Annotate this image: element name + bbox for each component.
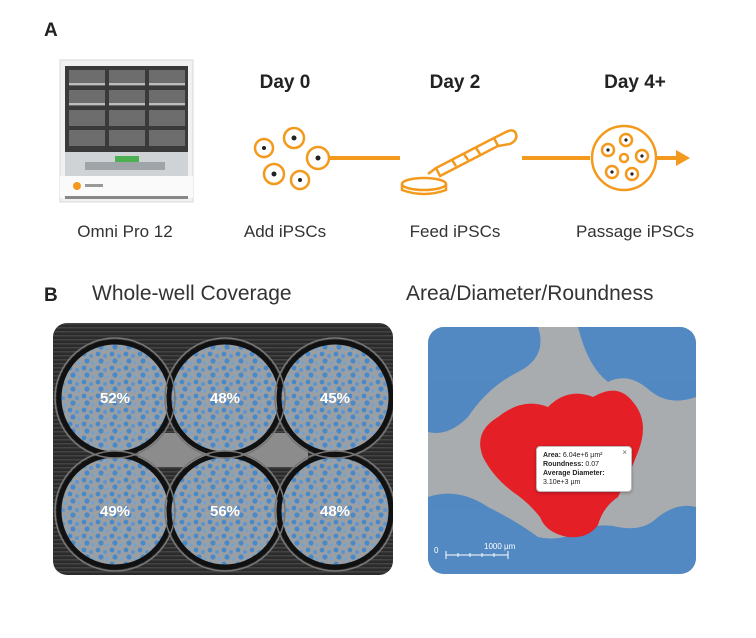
tooltip-roundness-value: 0.07: [585, 461, 600, 468]
scale-zero: 0: [434, 546, 439, 555]
tooltip-roundness-label: Roundness:: [543, 461, 584, 468]
tooltip-close-icon[interactable]: ×: [622, 448, 627, 457]
tooltip-area-label: Area:: [543, 452, 561, 459]
instrument-caption: Omni Pro 12: [77, 222, 173, 241]
step-caption-add: Add iPSCs: [243, 222, 327, 241]
well-coverage-3: 45%: [320, 390, 350, 407]
omni-pro-instrument-image: [59, 59, 194, 203]
coverage-title: Whole-well Coverage: [92, 282, 292, 305]
colony-measurement-tooltip: × Area: 6.04e+6 µm² Roundness: 0.07 Aver…: [536, 446, 632, 492]
tooltip-area-value: 6.04e+6 µm²: [562, 452, 603, 459]
cells-icon: [253, 126, 331, 191]
panel-a-letter: A: [44, 20, 58, 41]
well-coverage-1: 52%: [100, 390, 130, 407]
passage-plate-icon: [590, 124, 658, 192]
scale-label: 1000 µm: [484, 542, 516, 551]
well-coverage-6: 48%: [320, 503, 350, 520]
step-day-4: Day 4+: [604, 72, 666, 93]
well-coverage-2: 48%: [210, 390, 240, 407]
panel-b-letter: B: [44, 285, 58, 306]
six-well-plate-image: 52% 48% 45% 49% 56% 48%: [53, 323, 393, 575]
step-day-2: Day 2: [429, 72, 481, 93]
well-coverage-5: 56%: [210, 503, 240, 520]
step-caption-passage: Passage iPSCs: [575, 222, 695, 241]
tooltip-diameter-value: 3.10e+3 µm: [543, 479, 581, 486]
workflow-illustration: [253, 124, 690, 196]
pipette-dish-icon: [400, 129, 518, 196]
tooltip-diameter-label: Average Diameter:: [543, 470, 605, 477]
well-coverage-4: 49%: [100, 503, 130, 520]
step-day-0: Day 0: [259, 72, 311, 93]
step-caption-feed: Feed iPSCs: [409, 222, 501, 241]
morphology-title: Area/Diameter/Roundness: [406, 282, 654, 305]
